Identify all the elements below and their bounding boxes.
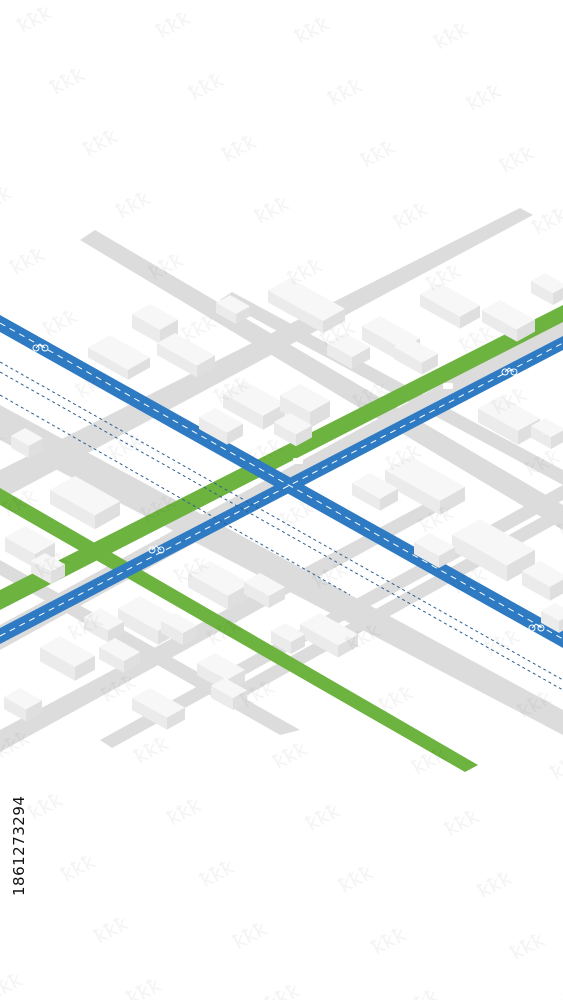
stock-id-label: 1861273294 bbox=[10, 795, 28, 896]
